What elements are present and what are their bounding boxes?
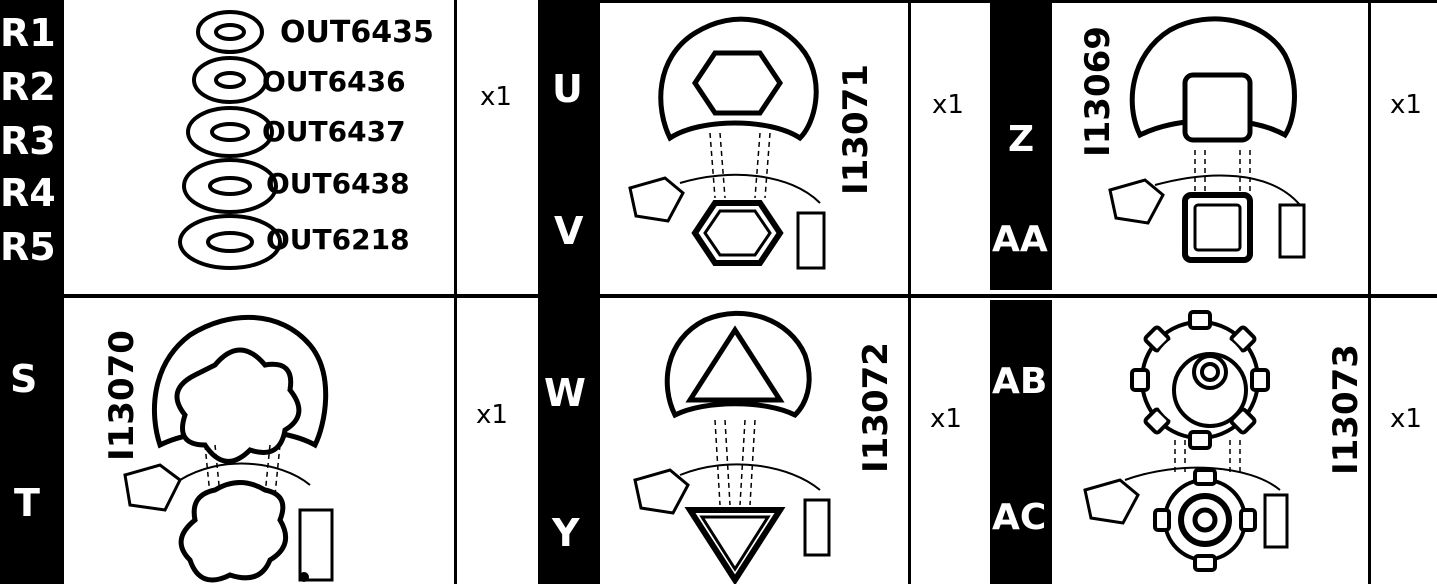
label-u: U: [552, 70, 583, 108]
label-r1: R1: [0, 14, 56, 52]
label-w: W: [544, 374, 586, 412]
label-r3: R3: [0, 122, 56, 160]
square-insert-diagram: [1100, 10, 1340, 285]
label-bar-abac: [990, 300, 1052, 584]
label-ab: AB: [992, 364, 1047, 400]
label-r2: R2: [0, 68, 56, 106]
gear-insert-diagram: [1080, 310, 1320, 584]
part-code-out6436: OUT6436: [262, 68, 406, 96]
quantity-r: x1: [480, 82, 512, 112]
label-z: Z: [1008, 122, 1034, 158]
label-aa: AA: [992, 222, 1048, 258]
part-code-out6438: OUT6438: [266, 170, 410, 198]
row-divider: [0, 294, 1437, 298]
part-code-i13073: I13073: [1329, 355, 1363, 475]
part-code-out6218: OUT6218: [266, 226, 410, 254]
label-y: Y: [552, 514, 580, 552]
part-code-out6437: OUT6437: [262, 118, 406, 146]
label-ac: AC: [992, 500, 1046, 536]
quantity-uv: x1: [932, 90, 964, 120]
quantity-abac: x1: [1390, 404, 1422, 434]
label-t: T: [14, 484, 40, 522]
label-r4: R4: [0, 174, 56, 212]
label-v: V: [554, 212, 583, 250]
quantity-st: x1: [476, 400, 508, 430]
hex-insert-diagram: [620, 8, 850, 288]
quantity-zaa: x1: [1390, 90, 1422, 120]
col-divider-3: [1368, 0, 1371, 584]
label-s: S: [10, 360, 37, 398]
label-bar-st: [0, 298, 64, 584]
quantity-wy: x1: [930, 404, 962, 434]
label-r5: R5: [0, 228, 56, 266]
cross-insert-diagram: [120, 305, 360, 584]
part-code-i13071: I13071: [839, 75, 873, 195]
part-code-out6435: OUT6435: [280, 18, 434, 48]
col-divider-2: [908, 0, 911, 584]
part-code-i13072: I13072: [859, 353, 893, 473]
col-divider-1: [454, 0, 457, 584]
triangle-insert-diagram: [620, 305, 850, 584]
